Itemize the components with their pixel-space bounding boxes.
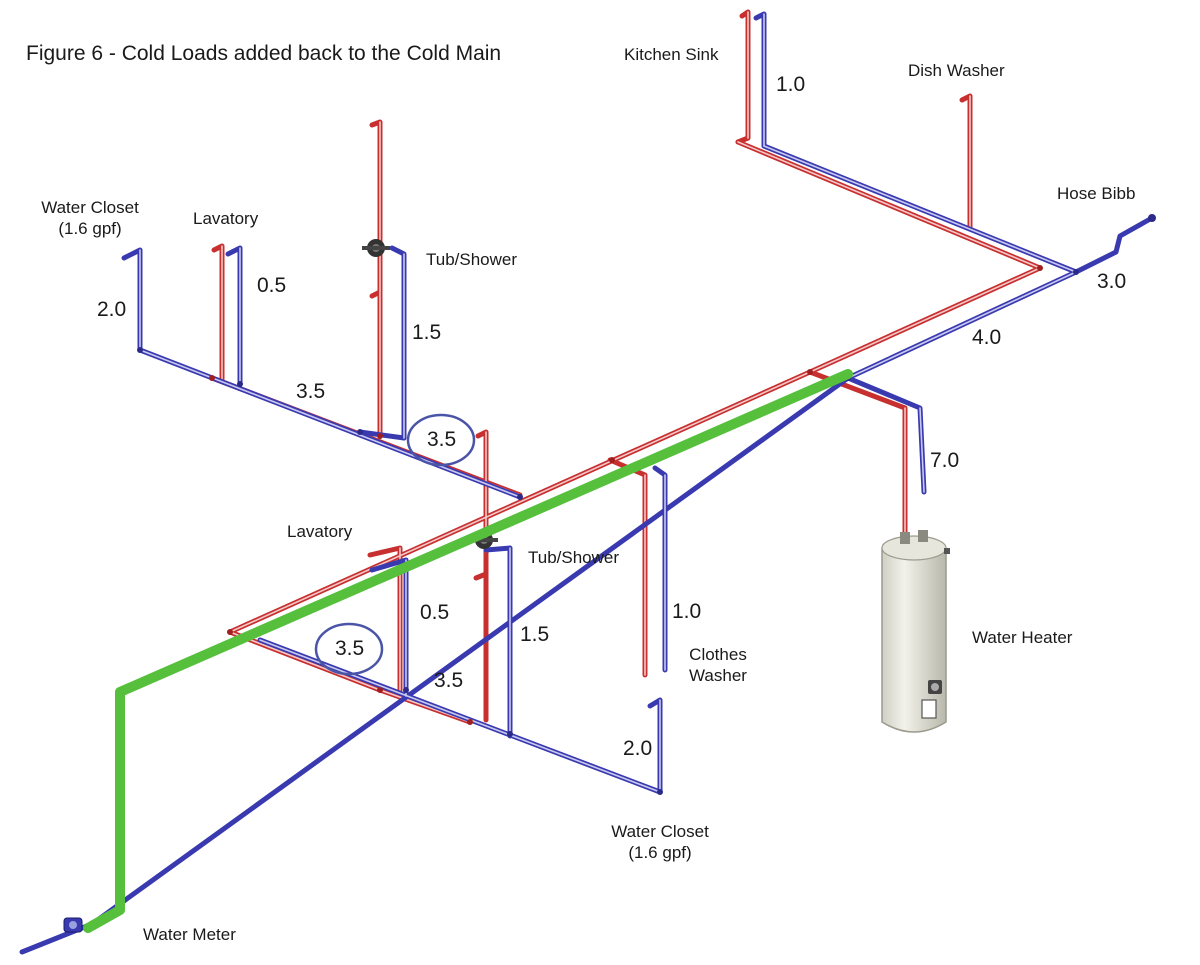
tub-shower-upper-label: Tub/Shower [426, 250, 518, 269]
water-closet-upper-name: Water Closet [41, 198, 139, 217]
load-water-closet-lower: 2.0 [623, 737, 653, 760]
load-main-upper: 4.0 [972, 326, 1002, 349]
load-water-closet-upper: 2.0 [97, 298, 127, 321]
water-closet-lower-label: Water Closet (1.6 gpf) [598, 821, 722, 863]
dish-washer-label: Dish Washer [908, 61, 1005, 80]
load-clothes-washer: 1.0 [672, 600, 702, 623]
load-hose-bibb: 3.0 [1097, 270, 1127, 293]
clothes-washer-line2: Washer [689, 666, 747, 685]
circle-marker [406, 413, 476, 467]
circle-marker [314, 622, 384, 676]
load-branch-upper-circled: 3.5 [427, 428, 457, 451]
water-closet-lower-gpf: (1.6 gpf) [628, 843, 692, 862]
clothes-washer-label: Clothes Washer [680, 644, 756, 686]
cold-main-highlight [83, 369, 853, 933]
load-lavatory-upper: 0.5 [257, 274, 287, 297]
water-closet-lower-name: Water Closet [611, 822, 709, 841]
lavatory-upper-label: Lavatory [193, 209, 259, 228]
lavatory-lower-label: Lavatory [287, 522, 353, 541]
figure-title: Figure 6 - Cold Loads added back to the … [26, 42, 502, 65]
tub-shower-valve-icon [362, 239, 390, 257]
water-closet-upper-gpf: (1.6 gpf) [58, 219, 122, 238]
water-meter-icon [63, 917, 83, 933]
water-heater-icon [881, 530, 950, 733]
water-closet-upper-label: Water Closet (1.6 gpf) [30, 197, 150, 239]
kitchen-sink-label: Kitchen Sink [624, 45, 719, 64]
load-branch-lower-circled: 3.5 [335, 637, 365, 660]
load-lavatory-lower: 0.5 [420, 601, 450, 624]
load-water-heater: 7.0 [930, 449, 960, 472]
clothes-washer-line1: Clothes [689, 645, 747, 664]
load-branch-upper: 3.5 [296, 380, 326, 403]
load-branch-lower: 3.5 [434, 669, 464, 692]
cold-water-piping [19, 11, 1155, 955]
load-kitchen-sink: 1.0 [776, 73, 806, 96]
water-heater-label: Water Heater [972, 628, 1073, 647]
hot-fittings [209, 265, 1043, 725]
tub-shower-lower-label: Tub/Shower [528, 548, 620, 567]
water-meter-label: Water Meter [143, 925, 236, 944]
load-tub-shower-lower: 1.5 [520, 623, 550, 646]
load-tub-shower-upper: 1.5 [412, 321, 442, 344]
hose-bibb-label: Hose Bibb [1057, 184, 1136, 203]
